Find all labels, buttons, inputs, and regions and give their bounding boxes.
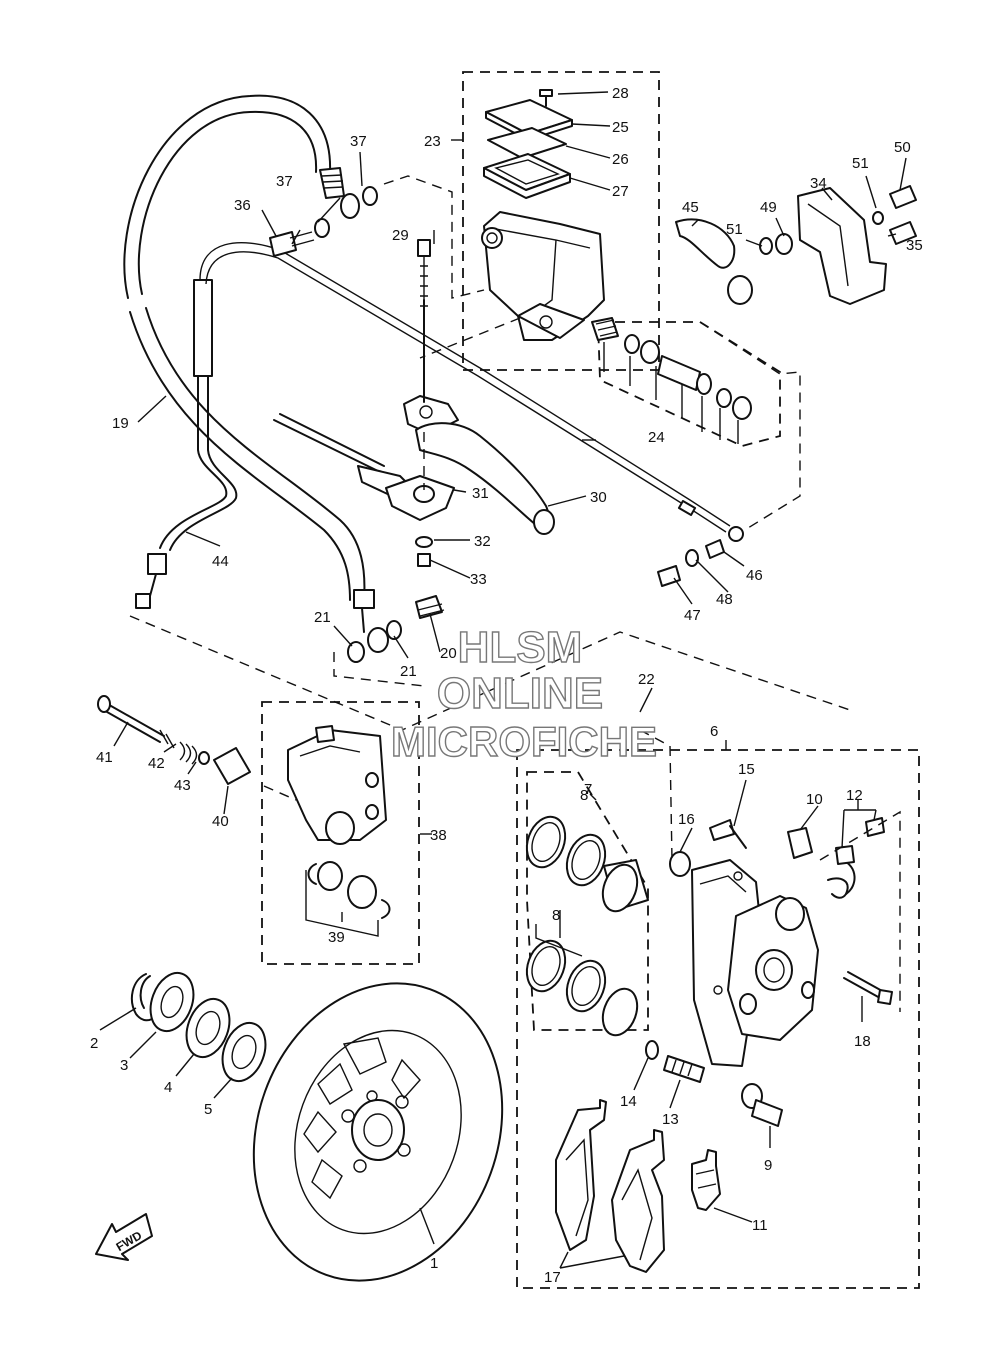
callout: 5 xyxy=(204,1101,212,1118)
master-cylinder xyxy=(481,89,605,341)
callout: 43 xyxy=(174,777,191,794)
callout: 44 xyxy=(212,553,229,570)
callout: 7 xyxy=(584,781,592,798)
hub-spacers xyxy=(130,971,267,1083)
callout: 27 xyxy=(612,183,629,200)
callout: 28 xyxy=(612,85,629,102)
callout: 19 xyxy=(112,415,129,432)
cable-46 xyxy=(199,241,744,542)
callout: 35 xyxy=(906,237,923,254)
box-caliper-38 xyxy=(261,701,420,965)
callout: 12 xyxy=(846,787,863,804)
callout: 29 xyxy=(392,227,409,244)
brake-hose-44 xyxy=(135,279,238,609)
callout: 41 xyxy=(96,749,113,766)
fwd-arrow-icon: FWD xyxy=(95,1213,153,1261)
callout: 8 xyxy=(552,907,560,924)
callout: 11 xyxy=(752,1217,768,1234)
callout: 1 xyxy=(430,1255,438,1272)
callout: 46 xyxy=(746,567,763,584)
brake-pads xyxy=(555,1099,721,1273)
callout: 50 xyxy=(894,139,911,156)
callout: 21 xyxy=(400,663,417,680)
callout: 21 xyxy=(314,609,331,626)
callout: 39 xyxy=(328,929,345,946)
brake-hose-19 xyxy=(123,94,375,633)
seal-kit xyxy=(525,815,649,1037)
watermark: HLSM ONLINE MICROFICHE xyxy=(390,622,657,765)
connection-lines xyxy=(129,175,901,1012)
callout: 51 xyxy=(852,155,869,172)
callout: 15 xyxy=(738,761,755,778)
callout-numbers: 1 2 3 4 5 6 7 8 8 9 10 11 12 13 14 15 16… xyxy=(90,85,923,1286)
box-seal-kit-7 xyxy=(526,771,649,1031)
callout: 23 xyxy=(424,133,441,150)
pin-bolt-assembly xyxy=(97,695,251,785)
callout: 9 xyxy=(764,1157,772,1174)
callout: 25 xyxy=(612,119,629,136)
callout: 13 xyxy=(662,1111,679,1128)
callout: 8 xyxy=(580,787,588,804)
callout: 30 xyxy=(590,489,607,506)
callout: 22 xyxy=(638,671,655,688)
lever-holder xyxy=(273,413,455,567)
callout: 3 xyxy=(120,1057,128,1074)
leader-lines xyxy=(99,91,907,1269)
watermark-line-3: MICROFICHE xyxy=(391,718,657,765)
callout: 32 xyxy=(474,533,491,550)
callout: 33 xyxy=(470,571,487,588)
callout: 48 xyxy=(716,591,733,608)
callout: 34 xyxy=(810,175,827,192)
callout: 51 xyxy=(726,221,743,238)
callout: 45 xyxy=(682,199,699,216)
callout: 18 xyxy=(854,1033,871,1050)
callout: 40 xyxy=(212,813,229,830)
callout: 26 xyxy=(612,151,629,168)
callout: 47 xyxy=(684,607,701,624)
callout: 14 xyxy=(620,1093,637,1110)
callout: 37 xyxy=(276,173,293,190)
callout: 16 xyxy=(678,811,695,828)
callout: 24 xyxy=(648,429,665,446)
callout: 49 xyxy=(760,199,777,216)
watermark-line-1: HLSM xyxy=(458,623,583,672)
callout: 42 xyxy=(148,755,165,772)
caliper-6 xyxy=(645,817,893,1127)
pedal-assembly xyxy=(675,185,917,305)
caliper-38 xyxy=(287,725,391,919)
callout: 4 xyxy=(164,1079,172,1096)
watermark-line-2: ONLINE xyxy=(437,669,603,718)
box-caliper-6 xyxy=(516,749,920,1289)
callout: 31 xyxy=(472,485,489,502)
callout: 36 xyxy=(234,197,251,214)
callout: 6 xyxy=(710,723,718,740)
callout: 10 xyxy=(806,791,823,808)
callout: 20 xyxy=(440,645,457,662)
box-master-cylinder-23 xyxy=(462,71,660,371)
callout: 37 xyxy=(350,133,367,150)
brake-disc xyxy=(252,982,504,1282)
callout: 38 xyxy=(430,827,447,844)
brake-lever xyxy=(403,239,555,535)
callout: 17 xyxy=(544,1269,561,1286)
piston-set xyxy=(591,317,752,444)
callout: 2 xyxy=(90,1035,98,1052)
